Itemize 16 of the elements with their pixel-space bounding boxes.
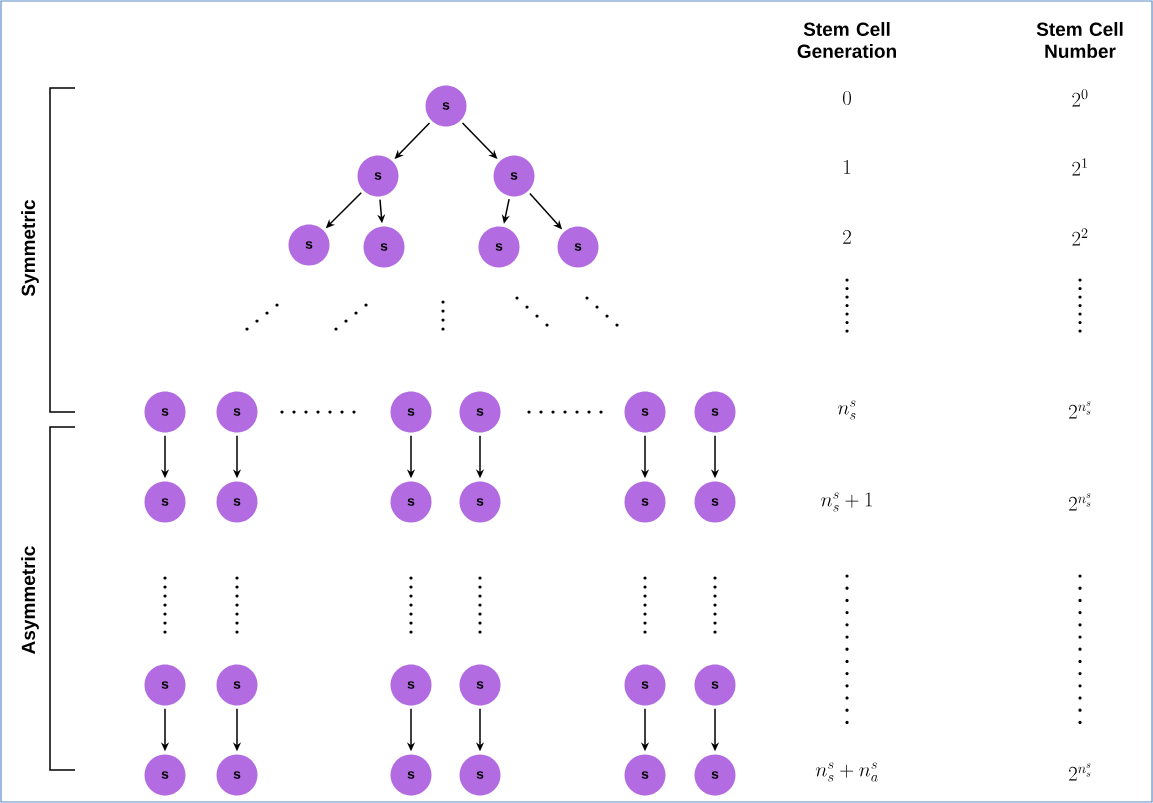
table-value: $2^2$: [1072, 228, 1088, 246]
table-value: $2^0$: [1072, 89, 1088, 107]
column-header: Stem Cell Generation: [797, 22, 896, 58]
table-value: $2^{n_s^s}$: [1069, 401, 1091, 419]
table-value: $2^{n_s^s}$: [1069, 763, 1091, 781]
phase-label: Asymmetric: [21, 546, 39, 654]
column-header: Stem Cell Number: [1036, 22, 1123, 58]
table-value: $2$: [843, 230, 851, 244]
table-value: $n_s^s+n_a^s$: [815, 762, 878, 782]
table-value: $0$: [843, 91, 851, 105]
table-value: $1$: [844, 160, 851, 174]
phase-label: Symmetric: [21, 200, 39, 297]
table-value: $n_s^s+1$: [821, 492, 872, 512]
table-value: $2^{n_s^s}$: [1069, 493, 1091, 511]
table-value: $2^1$: [1072, 158, 1087, 176]
table-value: $n_s^s$: [837, 400, 856, 420]
